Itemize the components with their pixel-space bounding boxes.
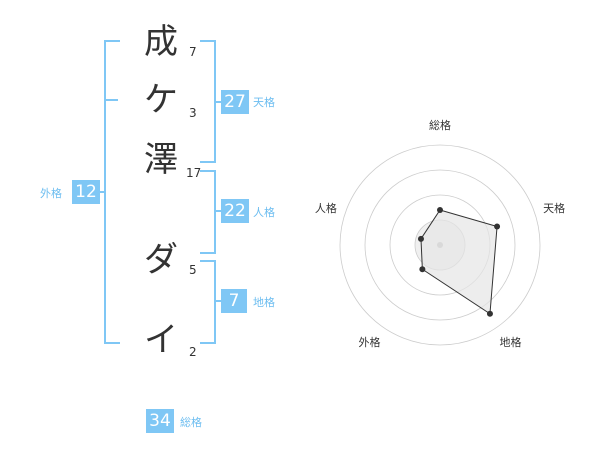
soukaku-label: 総格 [180,416,202,429]
radar-data-polygon [420,209,498,315]
radar-data-point [437,207,443,213]
tenkaku-value: 27 [221,90,249,114]
soukaku-value: 34 [146,409,174,433]
tenkaku-label: 天格 [253,96,275,109]
chikaku-connector [215,300,222,302]
name-char-5: イ [144,320,178,360]
radar-data-point [486,310,493,317]
radar-axis-label: 地格 [500,335,522,349]
jinkaku-value: 22 [221,199,249,223]
name-char-2: ケ [144,80,178,120]
tenkaku-connector [215,101,222,103]
tenkaku-bracket [200,40,216,163]
jinkaku-label: 人格 [253,206,275,219]
gaikaku-bracket-tick [104,99,118,101]
stroke-count-5: 2 [189,345,197,359]
stroke-count-1: 7 [189,45,197,59]
gaikaku-bracket [104,40,120,344]
chikaku-value: 7 [221,289,247,313]
radar-data-point [494,223,501,230]
radar-axis-label: 天格 [543,201,565,215]
stroke-count-3: 17 [186,166,202,180]
radar-axis-label: 人格 [315,201,337,215]
gaikaku-connector [100,191,105,193]
radar-axis-label: 総格 [429,118,451,132]
radar-grid-ring [339,144,541,346]
stroke-count-2: 3 [189,106,197,120]
radar-data-point [417,235,424,242]
radar-grid-ring [364,169,516,321]
jinkaku-bracket [200,170,216,254]
name-char-1: 成 [144,22,178,62]
name-char-3: 澤 [144,140,178,180]
jinkaku-connector [215,210,222,212]
gaikaku-value: 12 [72,180,100,204]
name-char-4: ダ [144,240,178,280]
gaikaku-label: 外格 [40,187,62,200]
radar-data-point [419,266,426,273]
chikaku-label: 地格 [253,296,275,309]
radar-axis-label: 外格 [358,335,380,349]
chikaku-bracket [200,260,216,344]
stroke-count-4: 5 [189,263,197,277]
